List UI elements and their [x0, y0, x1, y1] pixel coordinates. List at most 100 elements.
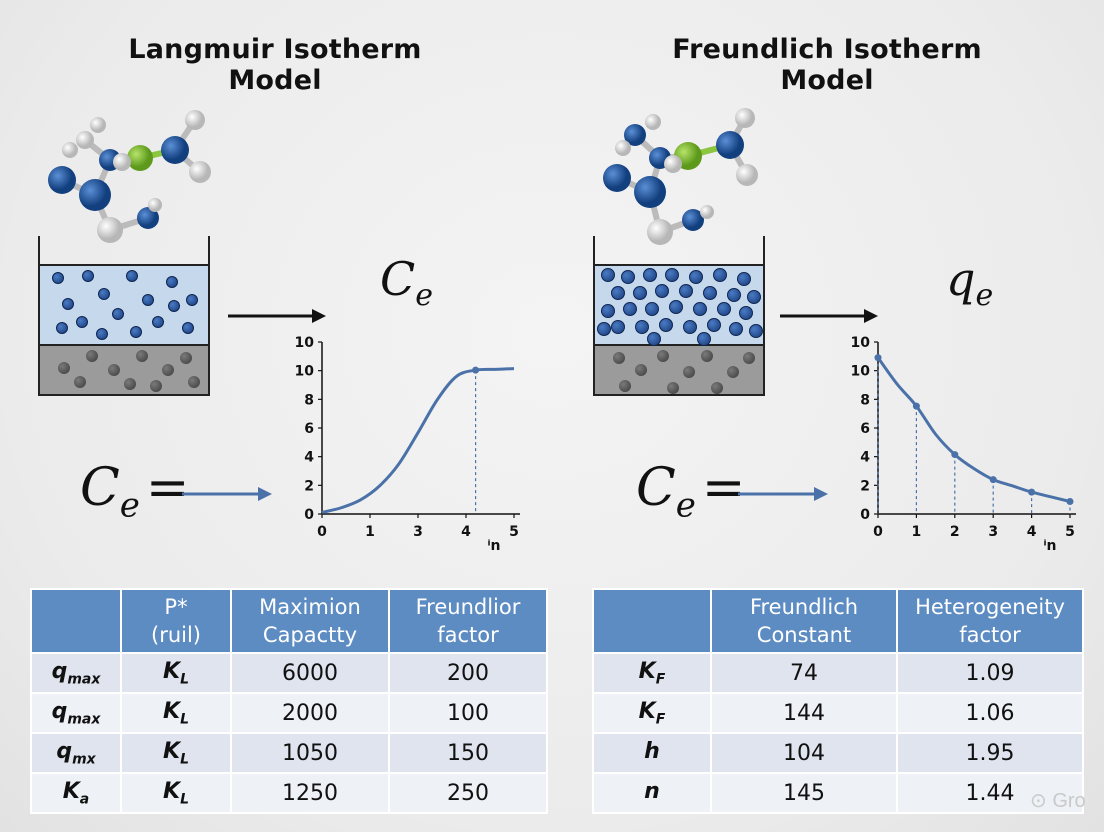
value-cell: 1.09: [896, 652, 1084, 694]
symbol-cell: KF: [592, 652, 712, 694]
qe-label-right: qe: [946, 252, 994, 314]
table-row: qmax KL 6000 200: [30, 652, 548, 694]
y-tick-label: 2: [860, 478, 870, 494]
y-tick-label: 10: [295, 364, 315, 380]
equation-left: Ce=: [80, 458, 190, 526]
data-point: [1028, 488, 1036, 496]
header-cell: Freundlich Constant: [710, 588, 898, 654]
x-tick-label: 4: [1027, 524, 1037, 540]
langmuir-parameter-table: P* (ruil) Maximion Capactty Freundlior f…: [30, 588, 548, 814]
adsorbent-particle: [667, 382, 679, 394]
solute-particle: [56, 322, 68, 334]
symbol-cell: h: [592, 732, 712, 774]
header-cell: Maximion Capactty: [230, 588, 390, 654]
x-axis-label: ⁱn: [487, 538, 500, 554]
adsorbent-particle: [701, 350, 713, 362]
value-cell: 1.06: [896, 692, 1084, 734]
table-header-row: Freundlich Constant Heterogeneity factor: [592, 588, 1084, 654]
x-tick-label: 5: [509, 524, 519, 540]
solute-particle: [749, 324, 763, 338]
solute-particle: [112, 308, 124, 320]
solute-particle: [82, 270, 94, 282]
solute-particle: [689, 270, 703, 284]
x-tick-label: 0: [873, 524, 883, 540]
x-tick-label: 0: [317, 524, 327, 540]
arrow-left-top: [228, 309, 326, 323]
solute-particle: [96, 328, 108, 340]
solute-particle: [166, 276, 178, 288]
solute-particle: [52, 272, 64, 284]
data-point: [989, 476, 997, 484]
watermark: ⊙ Gro: [1030, 790, 1086, 812]
adsorbent-particle: [108, 364, 120, 376]
solute-particle: [747, 290, 761, 304]
y-tick-label: 10: [851, 335, 871, 351]
symbol-cell: qmax: [30, 692, 122, 734]
y-tick-label: 0: [304, 507, 314, 523]
table-row: qmx KL 1050 150: [30, 732, 548, 774]
solute-particle: [693, 302, 707, 316]
solute-particle: [635, 320, 649, 334]
solute-particle: [659, 318, 673, 332]
solute-particle: [679, 284, 693, 298]
solute-particle: [186, 294, 198, 306]
adsorbent-particle: [711, 382, 723, 394]
constant-cell: KL: [120, 692, 232, 734]
symbol-cell: qmax: [30, 652, 122, 694]
solute-particle: [647, 332, 661, 346]
solute-particle: [611, 286, 625, 300]
y-tick-label: 6: [860, 421, 870, 437]
freundlich-parameter-table: Freundlich Constant Heterogeneity factor…: [592, 588, 1084, 814]
x-tick-label: 5: [1065, 524, 1075, 540]
solute-particle: [62, 298, 74, 310]
y-tick-label: 2: [304, 478, 314, 494]
header-cell: Freundlior factor: [388, 588, 548, 654]
value-cell: 6000: [230, 652, 390, 694]
solute-particle: [665, 268, 679, 282]
solute-particle: [597, 322, 611, 336]
y-tick-label: 10: [295, 335, 315, 351]
solute-particle: [601, 268, 615, 282]
y-tick-label: 4: [860, 450, 870, 466]
x-tick-label: 1: [912, 524, 922, 540]
x-tick-label: 2: [950, 524, 960, 540]
solute-particle: [645, 302, 659, 316]
value-cell: 100: [388, 692, 548, 734]
beaker-langmuir: [38, 236, 210, 402]
data-point: [912, 402, 920, 410]
value-cell: 250: [388, 772, 548, 814]
beaker-freundlich: [593, 236, 765, 402]
solute-particle: [182, 322, 194, 334]
x-tick-label: 1: [365, 524, 375, 540]
x-tick-label: 3: [988, 524, 998, 540]
solute-particle: [727, 288, 741, 302]
table-header-row: P* (ruil) Maximion Capactty Freundlior f…: [30, 588, 548, 654]
equation-arrow-right: [738, 487, 828, 501]
solute-particle: [98, 288, 110, 300]
y-tick-label: 8: [860, 392, 870, 408]
adsorbent-particle: [180, 352, 192, 364]
header-cell: [592, 588, 712, 654]
adsorbent-particle: [727, 366, 739, 378]
equation-right: Ce=: [636, 458, 746, 526]
x-tick-label: 4: [461, 524, 471, 540]
value-cell: 145: [710, 772, 898, 814]
value-cell: 150: [388, 732, 548, 774]
solute-particle: [739, 306, 753, 320]
langmuir-title: Langmuir Isotherm Model: [128, 34, 422, 96]
symbol-cell: n: [592, 772, 712, 814]
y-tick-label: 0: [860, 507, 870, 523]
adsorbent-particle: [150, 380, 162, 392]
y-tick-label: 6: [304, 421, 314, 437]
y-tick-label: 8: [304, 392, 314, 408]
solute-particle: [703, 286, 717, 300]
header-cell: P* (ruil): [120, 588, 232, 654]
value-cell: 1050: [230, 732, 390, 774]
adsorbent-particle: [162, 364, 174, 376]
solute-particle: [130, 326, 142, 338]
constant-cell: KL: [120, 732, 232, 774]
table-row: Ka KL 1250 250: [30, 772, 548, 814]
solute-particle: [168, 300, 180, 312]
table-row: h 104 1.95: [592, 732, 1084, 774]
value-cell: 1250: [230, 772, 390, 814]
